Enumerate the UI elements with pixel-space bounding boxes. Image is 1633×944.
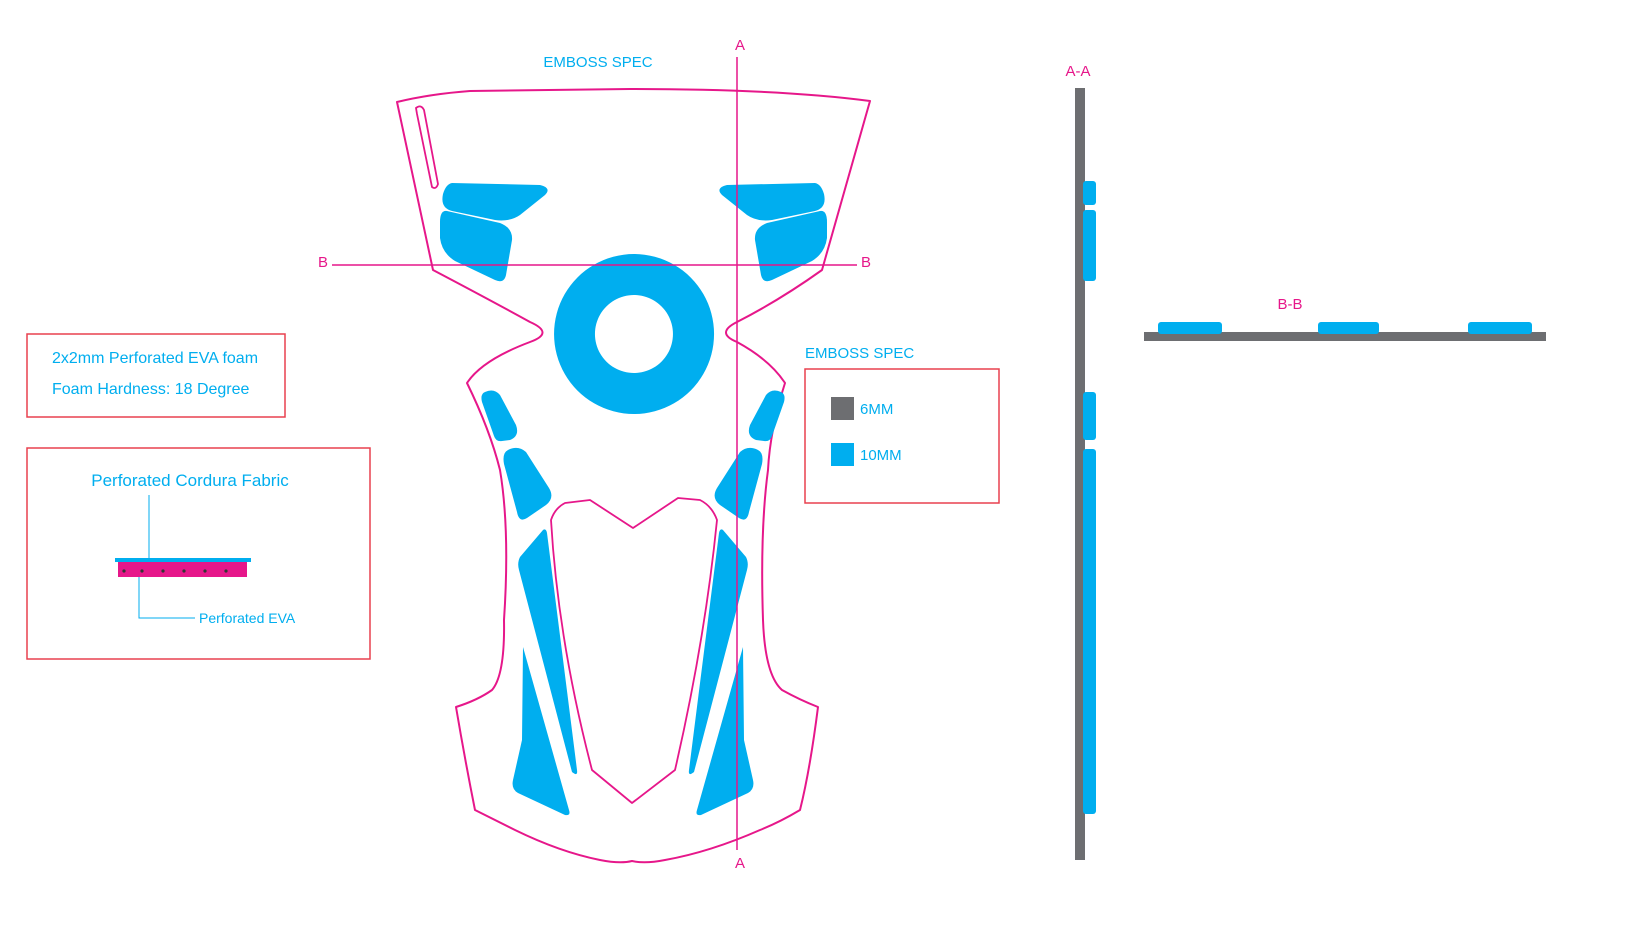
emboss-right-lower-blade <box>696 647 754 816</box>
eva-layer <box>118 562 247 577</box>
emboss-right-long-blade <box>688 529 748 775</box>
perforation-dot <box>224 569 228 573</box>
leader-eva <box>138 577 195 619</box>
section-bb-pad <box>1318 322 1379 334</box>
perforation-dot <box>182 569 186 573</box>
emboss-top-right-upper <box>719 183 825 221</box>
perforation-dot <box>122 569 126 573</box>
layer-bottom-label: Perforated EVA <box>199 610 296 626</box>
section-b-left-label: B <box>318 254 328 271</box>
perforation-dot <box>203 569 207 573</box>
section-a-top-label: A <box>735 37 745 54</box>
section-bb-base <box>1144 332 1546 341</box>
emboss-left-knee-large <box>503 447 552 520</box>
layer-detail: Perforated Cordura Fabric Perforated EVA <box>26 447 371 660</box>
legend-label-6mm: 6MM <box>860 401 893 418</box>
fabric-layer <box>115 558 251 562</box>
section-bb-title: B-B <box>1277 296 1302 313</box>
section-bb-pad <box>1468 322 1532 334</box>
legend-swatch-6mm <box>831 397 854 420</box>
material-note: 2x2mm Perforated EVA foam Foam Hardness:… <box>26 333 286 418</box>
emboss-right-knee-large <box>714 447 763 520</box>
perforation-dot <box>140 569 144 573</box>
plan-view: EMBOSS SPEC A A B B <box>318 37 871 872</box>
section-bb: B-B <box>1144 296 1546 341</box>
emboss-right-knee-small <box>748 390 785 442</box>
emboss-legend: EMBOSS SPEC 6MM 10MM <box>804 345 1000 504</box>
emboss-left-lower-blade <box>512 647 570 816</box>
material-note-line1: 2x2mm Perforated EVA foam <box>52 350 258 367</box>
perforation-dot <box>161 569 165 573</box>
section-aa-pad <box>1083 181 1096 205</box>
emboss-top-right-lower <box>754 210 827 282</box>
emboss-top-left-upper <box>442 183 548 221</box>
material-note-box <box>26 333 286 418</box>
pad-outline <box>396 88 871 864</box>
section-aa-pad <box>1083 449 1096 814</box>
section-bb-pad <box>1158 322 1222 334</box>
legend-label-10mm: 10MM <box>860 447 902 464</box>
emboss-top-left-lower <box>440 210 513 282</box>
emboss-center-ring <box>554 254 715 414</box>
layer-top-label: Perforated Cordura Fabric <box>91 471 289 490</box>
material-note-line2: Foam Hardness: 18 Degree <box>52 381 250 398</box>
legend-swatch-10mm <box>831 443 854 466</box>
emboss-left-knee-small <box>481 390 518 442</box>
section-b-right-label: B <box>861 254 871 271</box>
section-aa-pad <box>1083 210 1096 281</box>
plan-title: EMBOSS SPEC <box>543 54 652 71</box>
section-aa: A-A <box>1065 63 1096 860</box>
section-a-bottom-label: A <box>735 855 745 872</box>
section-aa-base <box>1075 88 1085 860</box>
section-aa-pad <box>1083 392 1096 440</box>
slot-cutout <box>415 105 439 189</box>
layer-detail-box <box>26 447 371 660</box>
center-panel-outline <box>550 497 718 804</box>
legend-title: EMBOSS SPEC <box>805 345 914 362</box>
emboss-left-long-blade <box>518 529 578 775</box>
legend-box <box>804 368 1000 504</box>
section-aa-title: A-A <box>1065 63 1090 80</box>
emboss-10mm-shapes <box>440 183 827 816</box>
perforation-dots <box>122 569 228 573</box>
